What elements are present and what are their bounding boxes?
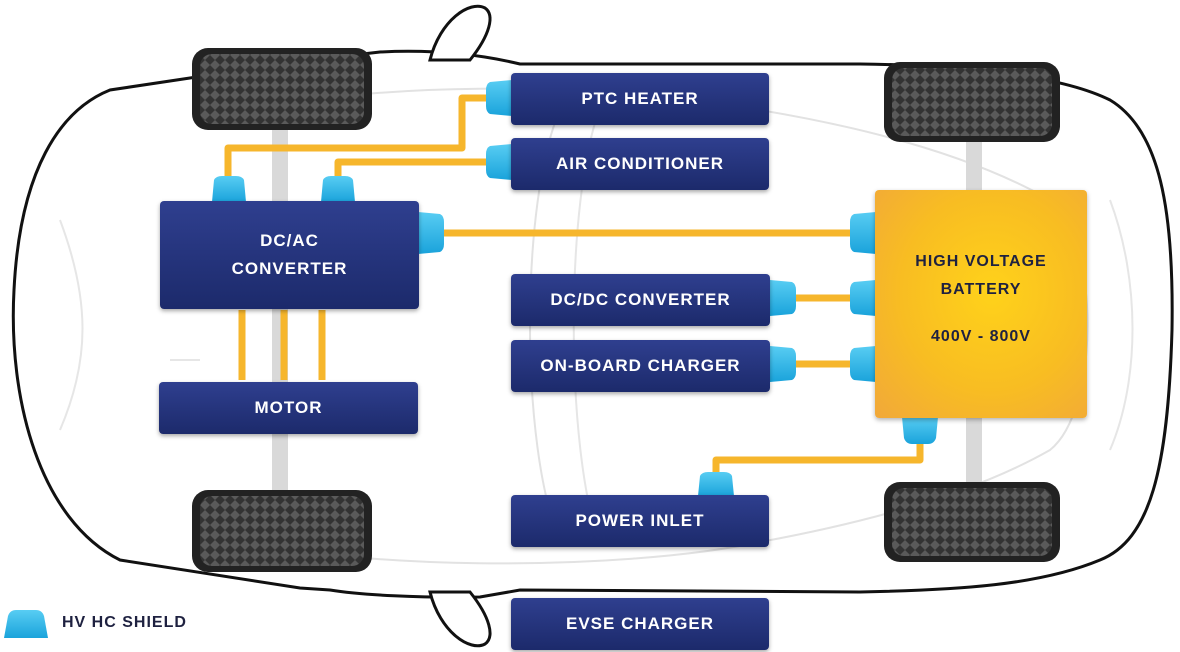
shield-icon xyxy=(902,417,938,444)
shield-icon xyxy=(770,280,796,316)
shield-icon xyxy=(698,472,734,496)
high-voltage-battery: HIGH VOLTAGE BATTERY 400V - 800V xyxy=(875,190,1087,418)
air-conditioner-box: AIR CONDITIONER xyxy=(511,138,769,190)
tire-front-bottom xyxy=(192,490,372,572)
tires xyxy=(192,48,1060,572)
hv-hc-shields xyxy=(4,80,938,638)
onboard-charger-box: ON-BOARD CHARGER xyxy=(511,340,770,392)
power-inlet-box: POWER INLET xyxy=(511,495,769,547)
shield-icon xyxy=(418,212,444,254)
tire-rear-top xyxy=(884,62,1060,142)
shield-icon xyxy=(770,346,796,382)
shield-icon xyxy=(850,212,876,254)
cable-ptc-heater xyxy=(224,94,495,185)
tire-rear-bottom xyxy=(884,482,1060,562)
battery-title: HIGH VOLTAGE BATTERY xyxy=(875,248,1087,304)
shield-icon xyxy=(321,176,355,202)
air-conditioner-label: AIR CONDITIONER xyxy=(556,154,724,173)
dcac-converter-box: DC/AC CONVERTER xyxy=(160,201,419,309)
battery-voltage: 400V - 800V xyxy=(931,328,1031,345)
evse-charger-box: EVSE CHARGER xyxy=(511,598,769,650)
tire-front-top xyxy=(192,48,372,130)
legend-label: HV HC SHIELD xyxy=(62,614,187,631)
shield-icon xyxy=(212,176,246,202)
shield-icon xyxy=(486,80,512,116)
hv-cables xyxy=(224,94,924,478)
legend-shield-icon xyxy=(4,610,48,638)
power-inlet-label: POWER INLET xyxy=(575,511,705,530)
motor-label: MOTOR xyxy=(254,398,323,417)
shield-icon xyxy=(486,144,512,180)
battery-title-line2: BATTERY xyxy=(940,281,1022,298)
dcdc-converter-label: DC/DC CONVERTER xyxy=(550,290,731,309)
cable-power-inlet xyxy=(712,440,924,478)
battery-title-line1: HIGH VOLTAGE xyxy=(915,253,1047,270)
shield-icon xyxy=(850,280,876,316)
dcac-converter-label-line2: CONVERTER xyxy=(231,259,348,278)
ptc-heater-label: PTC HEATER xyxy=(581,89,699,108)
shield-icon xyxy=(850,346,876,382)
side-mirrors xyxy=(428,4,492,648)
motor-box: MOTOR xyxy=(159,382,418,434)
dcac-converter-label-line1: DC/AC xyxy=(260,231,319,250)
onboard-charger-label: ON-BOARD CHARGER xyxy=(540,356,741,375)
dcdc-converter-box: DC/DC CONVERTER xyxy=(511,274,770,326)
ptc-heater-box: PTC HEATER xyxy=(511,73,769,125)
evse-charger-label: EVSE CHARGER xyxy=(565,614,715,633)
